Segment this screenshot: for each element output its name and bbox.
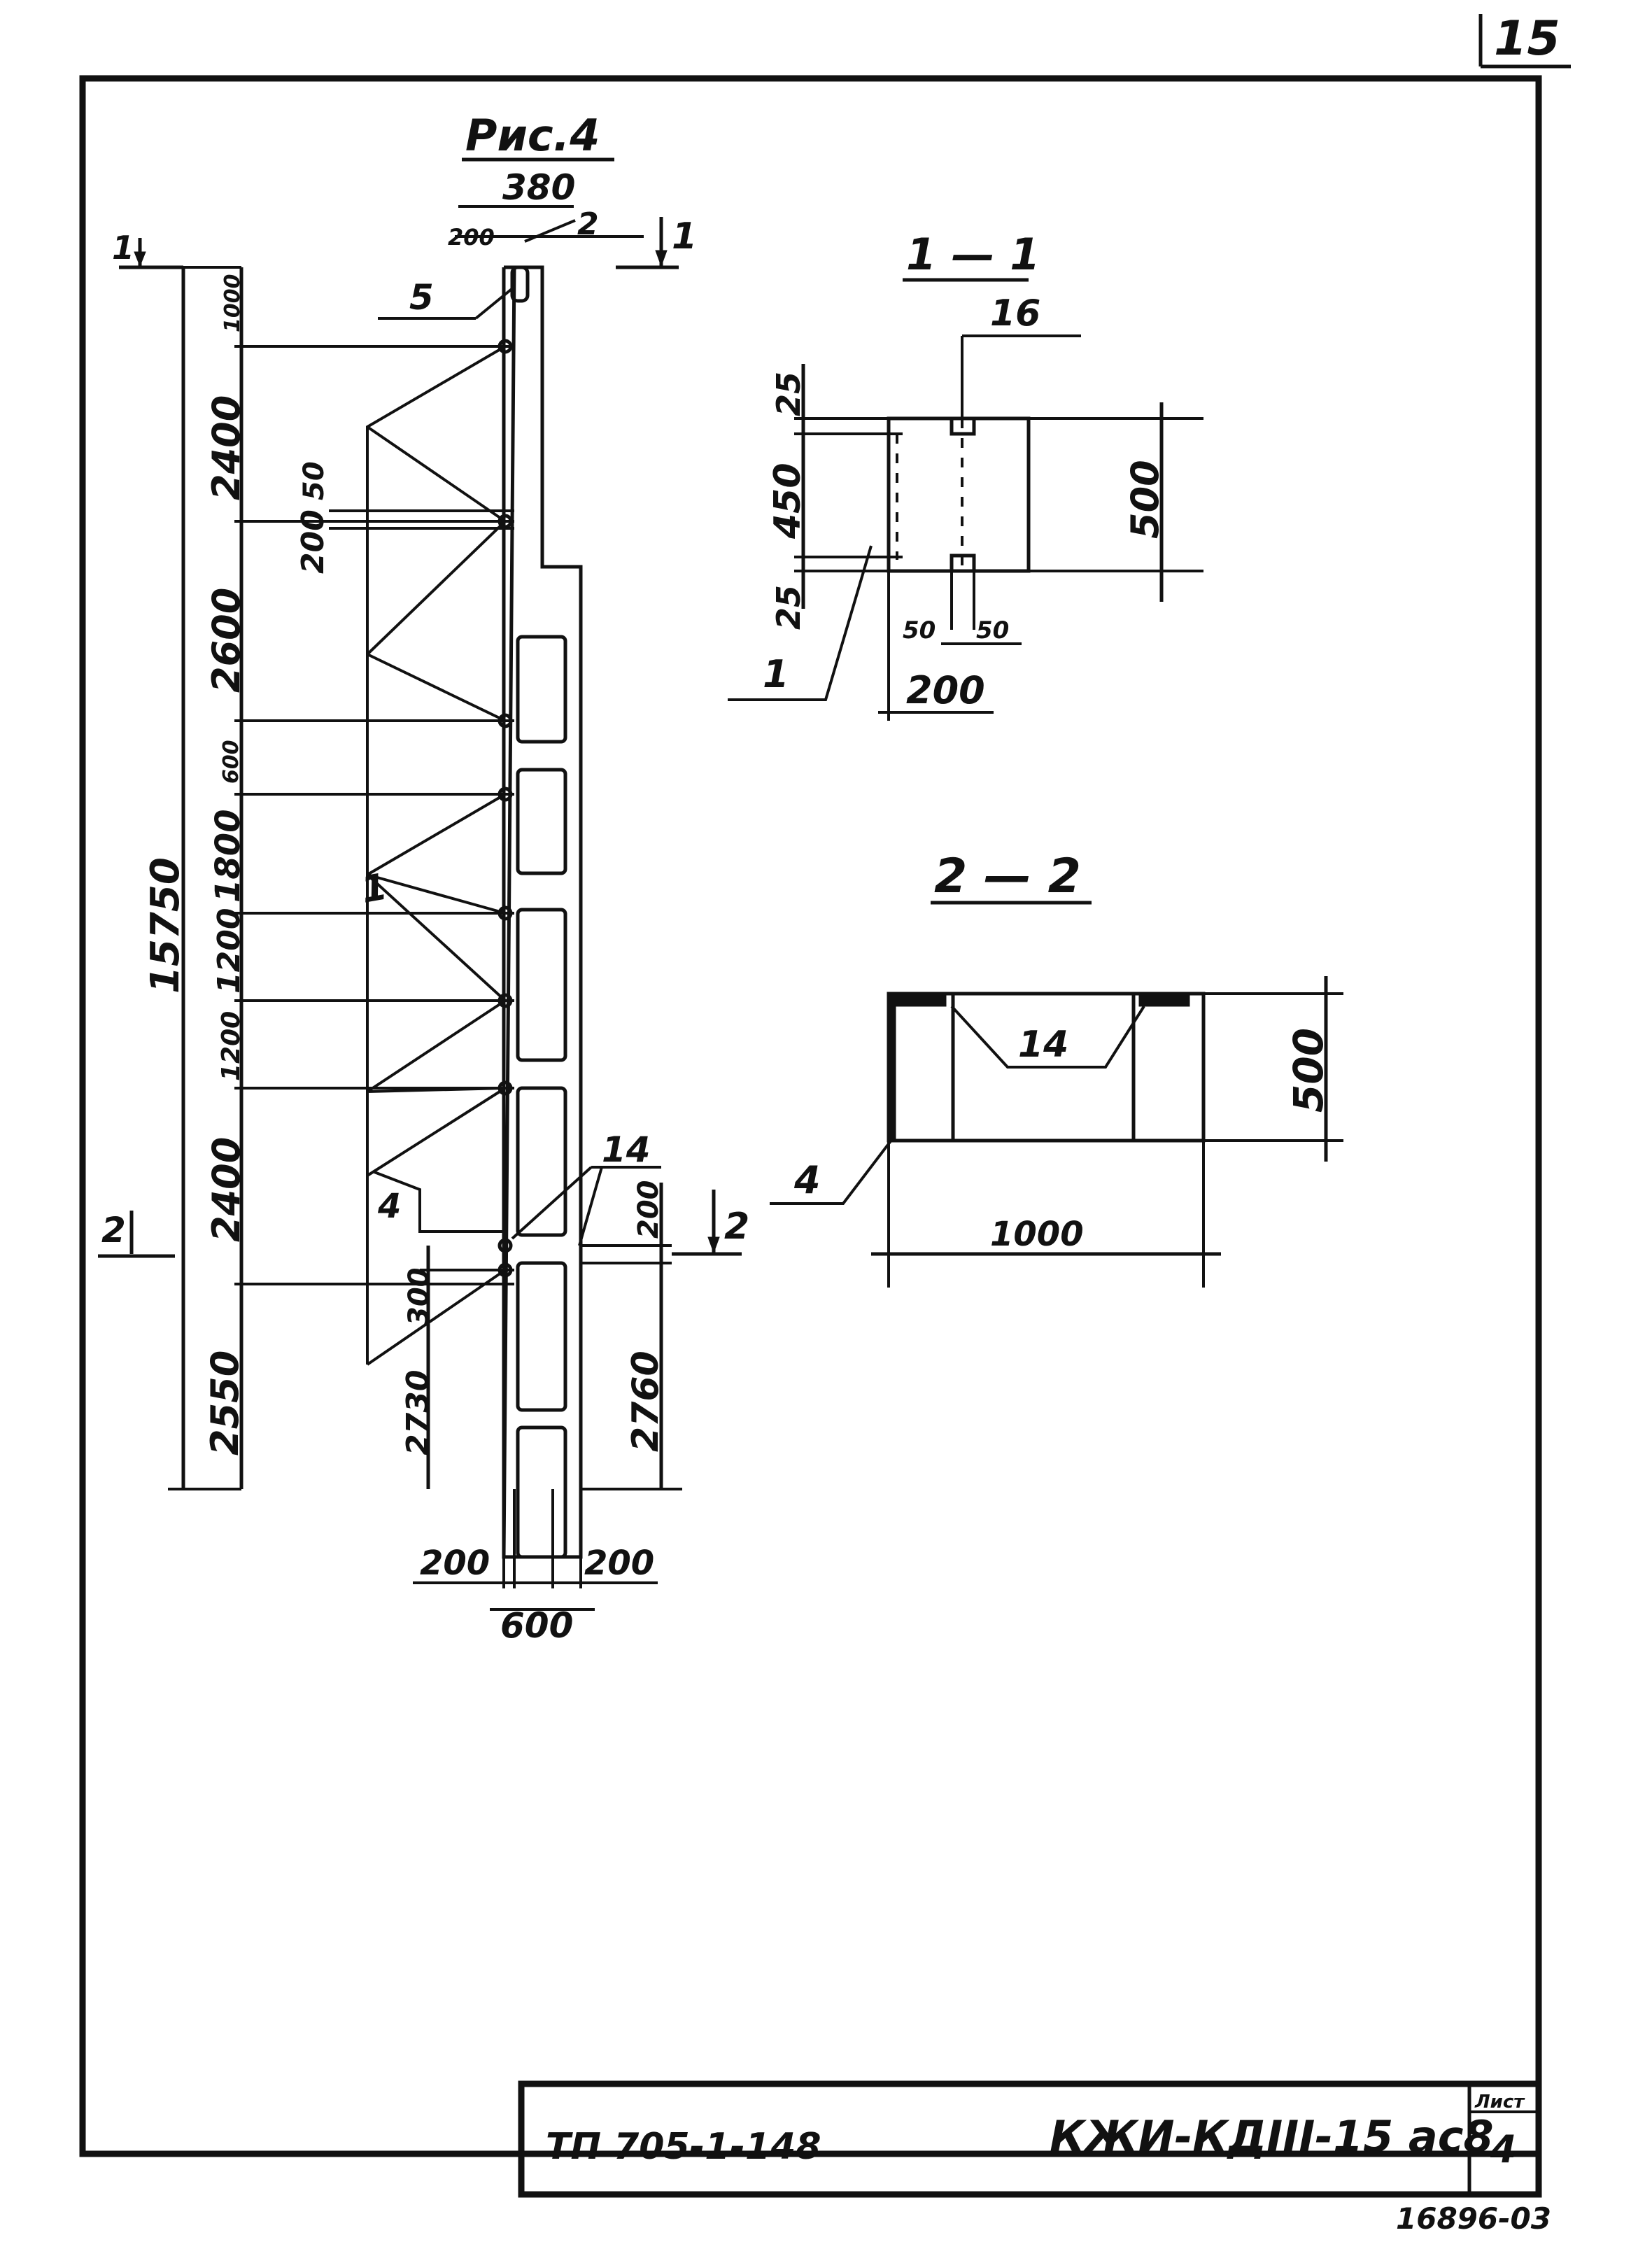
section-1-1-body [887, 416, 1031, 573]
section-mark-2-left-label: 2 [101, 1210, 126, 1250]
opening-3 [516, 908, 567, 1062]
dim-1000-s2: 1000 [990, 1215, 1084, 1254]
dim-2600: 2600 [204, 588, 248, 693]
svg-text:1: 1 [112, 229, 134, 267]
callout-1: 1 [358, 866, 390, 911]
dim-top-200: 200 [448, 224, 495, 251]
project-code: ТП 705-1-148 [546, 2126, 821, 2168]
drawing-frame [79, 75, 1542, 2157]
dim-500-s1: 500 [1123, 460, 1167, 539]
dim-200-inner: 200 [295, 509, 331, 574]
dim-1800: 1800 [209, 809, 248, 903]
dim-2400-b: 2400 [204, 1137, 248, 1242]
section-mark-1-left: 1 [112, 229, 183, 269]
callout-2-top: 2 [577, 206, 599, 242]
section-2-2-body [887, 992, 1206, 1143]
dim-200-right: 200 [633, 1180, 665, 1239]
panel-outline [502, 265, 583, 1559]
dim-1000: 1000 [220, 274, 245, 333]
callout-14-s2: 14 [1018, 1024, 1068, 1066]
opening-2 [516, 768, 567, 875]
sheet-label: Лист [1474, 2092, 1525, 2113]
opening-4 [516, 1086, 567, 1237]
archive-number: 16896-03 [1396, 2201, 1551, 2236]
callout-1-s1: 1 [763, 652, 789, 696]
callout-1-leaders [366, 345, 507, 1366]
dim-200-s1: 200 [906, 668, 985, 712]
dim-1200-b: 1200 [217, 1011, 246, 1081]
title-block: ТП 705-1-148 КЖИ-КДIII-15 ас8 Лист 4 [518, 2080, 1542, 2198]
section-2-2: 2 — 2 14 500 1000 4 [770, 849, 1343, 1288]
dim-25-top: 25 [770, 372, 807, 416]
dim-2730: 2730 [400, 1370, 436, 1455]
dim-2760: 2760 [625, 1351, 667, 1452]
dim-50-a: 50 [903, 616, 936, 644]
dim-bottom-600: 600 [500, 1605, 573, 1646]
callout-5: 5 [409, 277, 434, 318]
page-number-block: 15 [1478, 11, 1571, 69]
dim-300: 300 [403, 1268, 435, 1327]
opening-1 [516, 635, 567, 744]
svg-text:2: 2 [724, 1206, 749, 1248]
dim-2550: 2550 [203, 1351, 247, 1455]
dim-500-s2: 500 [1285, 1028, 1332, 1113]
section-2-2-title: 2 — 2 [934, 849, 1081, 904]
dim-50: 50 [298, 461, 330, 500]
svg-text:1: 1 [672, 216, 697, 258]
dim-1200-a: 1200 [211, 908, 247, 994]
section-mark-1-right: 1 [616, 216, 697, 269]
callout-14-fig: 14 [602, 1129, 651, 1170]
dim-bottom-200-right: 200 [584, 1544, 654, 1583]
dim-bottom-200-left: 200 [420, 1544, 490, 1583]
callout-16: 16 [990, 292, 1040, 334]
dim-600: 600 [219, 740, 243, 784]
section-1-1: 1 — 1 16 25 450 25 500 50 50 200 [728, 229, 1203, 721]
dim-50-b: 50 [976, 616, 1009, 644]
figure-4: Рис.4 380 200 2 1 1 [98, 110, 749, 1646]
dim-top-380: 380 [502, 167, 575, 208]
opening-5 [516, 1261, 567, 1412]
dim-450: 450 [767, 463, 809, 540]
section-1-1-title: 1 — 1 [906, 229, 1040, 280]
opening-6 [516, 1425, 567, 1559]
section-mark-2-right: 2 [672, 1190, 749, 1256]
dim-25-bottom: 25 [770, 585, 807, 630]
page-number: 15 [1494, 11, 1560, 66]
dim-total-15750: 15750 [143, 857, 188, 994]
callout-4-fig: 4 [377, 1187, 401, 1226]
figure-title: Рис.4 [465, 110, 600, 161]
dim-2400-a: 2400 [204, 395, 248, 500]
drawing-code: КЖИ-КДIII-15 ас8 [1050, 2111, 1494, 2162]
sheet-number: 4 [1490, 2127, 1517, 2171]
callout-4-s2: 4 [793, 1158, 821, 1202]
